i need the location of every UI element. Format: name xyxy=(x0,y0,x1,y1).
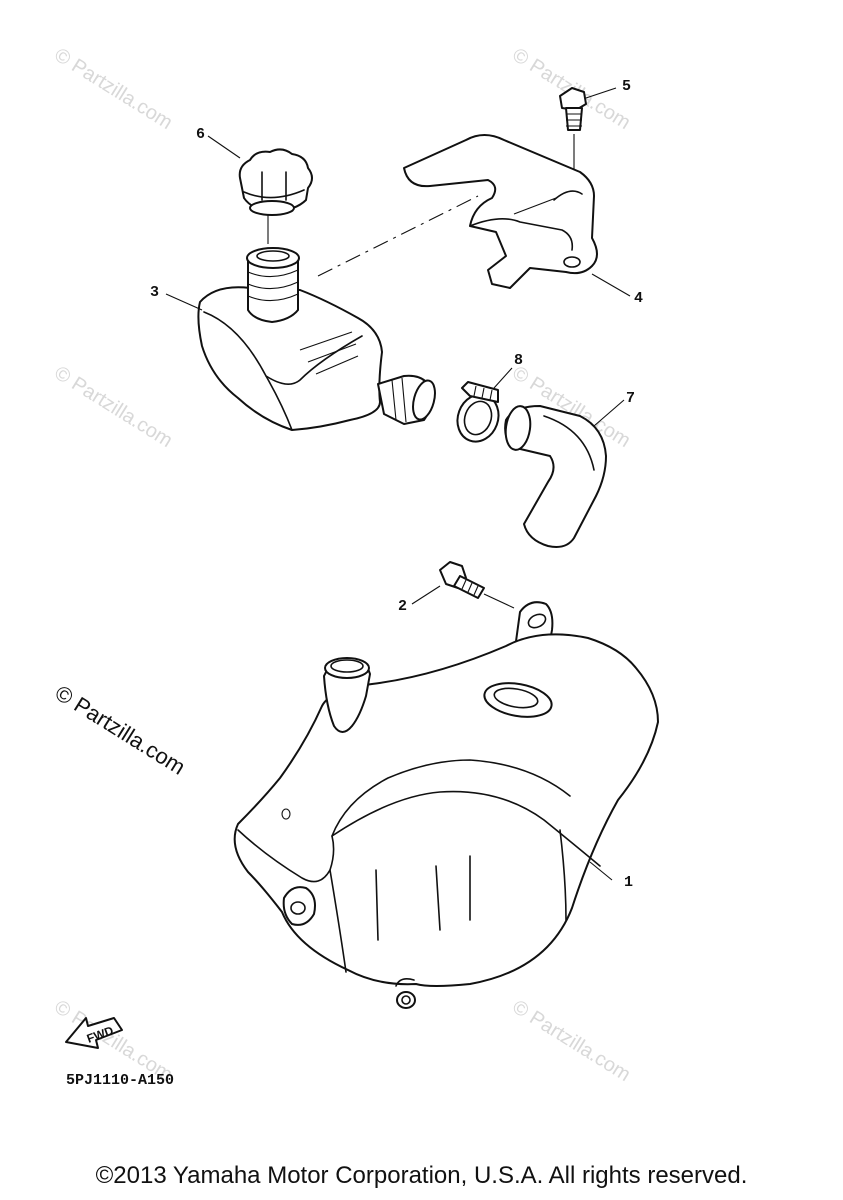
callout-5: 5 xyxy=(622,78,632,95)
callout-3: 3 xyxy=(150,284,160,301)
bracket-bolt-part xyxy=(559,87,587,131)
tank-bolt-part xyxy=(439,561,515,609)
hose-part xyxy=(504,405,607,548)
callout-6: 6 xyxy=(196,126,206,143)
callout-2: 2 xyxy=(398,598,408,615)
callout-7: 7 xyxy=(626,390,636,407)
filler-cap-part xyxy=(238,148,313,216)
oil-tank-part xyxy=(197,247,436,431)
bracket-part xyxy=(403,134,598,289)
copyright-notice: ©2013 Yamaha Motor Corporation, U.S.A. A… xyxy=(95,1162,748,1189)
callout-4: 4 xyxy=(634,290,644,307)
hose-clamp-part xyxy=(456,381,500,443)
callout-8: 8 xyxy=(514,352,524,369)
diagram-code: 5PJ1110-A150 xyxy=(66,1072,175,1089)
fuel-tank-part xyxy=(233,601,659,1009)
fwd-arrow-icon: FWD xyxy=(65,1017,123,1049)
callout-1: 1 xyxy=(624,874,634,891)
